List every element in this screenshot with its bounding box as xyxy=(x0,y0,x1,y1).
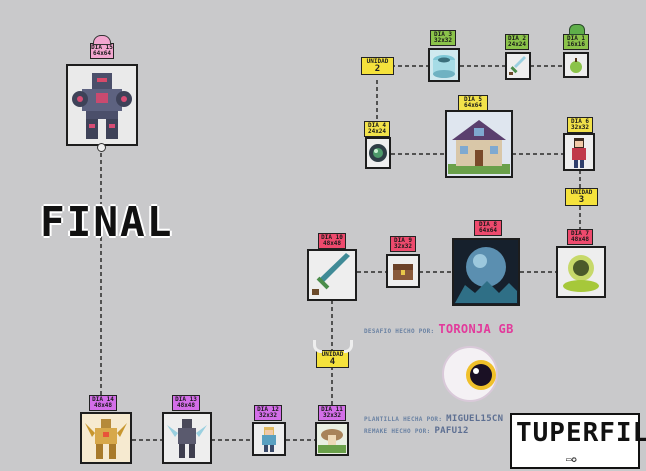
mushroom-icon xyxy=(318,429,346,453)
dia2-tile[interactable] xyxy=(505,52,531,80)
dia9-tile[interactable] xyxy=(386,254,420,288)
golden-robot-icon xyxy=(85,419,127,459)
robot-boss-tile[interactable] xyxy=(66,64,138,146)
dia8-tile[interactable] xyxy=(452,238,520,306)
character-icon xyxy=(572,138,586,168)
orb-icon xyxy=(369,144,387,162)
challenge-credit: DESAFIO HECHO POR: TORONJA GB xyxy=(364,322,514,336)
horn-left-icon xyxy=(313,340,322,353)
remake-credit: REMAKE HECHO POR: PAFU12 xyxy=(364,426,469,436)
pin-icon xyxy=(97,143,106,152)
dia3-tile[interactable] xyxy=(428,48,460,82)
dia12-tile[interactable] xyxy=(252,422,286,456)
logo-text: TUPERFIL xyxy=(516,418,646,448)
slime-icon xyxy=(563,255,599,292)
hero-icon xyxy=(262,427,276,452)
dia4-tile[interactable] xyxy=(365,137,391,169)
sword-icon xyxy=(509,56,526,75)
dia10-tile[interactable] xyxy=(307,249,357,301)
house-icon xyxy=(448,120,510,174)
pig-icon xyxy=(93,35,111,45)
template-credit: PLANTILLA HECHA POR: MIGUEL15CN xyxy=(364,414,504,424)
dia11-tile[interactable] xyxy=(315,422,349,456)
great-sword-icon xyxy=(312,253,350,295)
mug-icon xyxy=(433,55,455,78)
tuperfil-logo: TUPERFIL ▭✪ xyxy=(510,413,646,469)
dia7-tile[interactable] xyxy=(556,246,606,298)
dia1-tile[interactable] xyxy=(563,52,589,78)
eyeball-icon xyxy=(441,345,499,403)
dia13-tile[interactable] xyxy=(162,412,212,464)
dia5-tile[interactable] xyxy=(445,110,513,178)
dia14-tile[interactable] xyxy=(80,412,132,464)
planet-icon xyxy=(455,247,517,303)
warrior-icon xyxy=(167,419,207,458)
horn-right-icon xyxy=(344,340,353,353)
frog-icon xyxy=(569,24,585,35)
apple-icon xyxy=(570,58,582,73)
chest-icon xyxy=(393,264,413,280)
final-title: FINAL xyxy=(40,198,174,246)
dia6-tile[interactable] xyxy=(563,133,595,171)
robot-icon xyxy=(72,73,132,139)
logo-icons: ▭✪ xyxy=(566,455,577,465)
